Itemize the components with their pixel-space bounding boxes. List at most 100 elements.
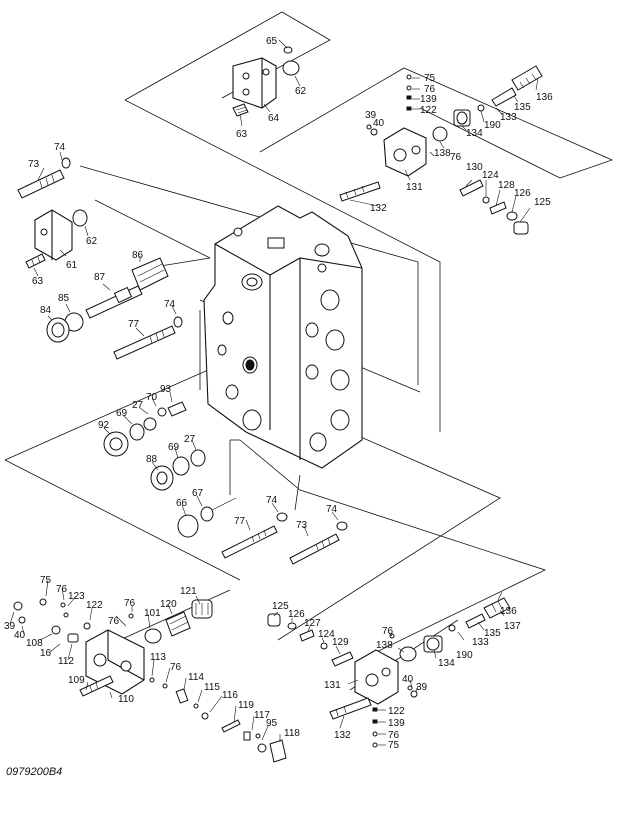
part-callout: 61 [66,260,78,271]
part-callout: 76 [124,598,136,609]
part-callout: 190 [456,650,473,661]
part-callout: 39 [416,682,428,693]
part-callout: 77 [128,319,140,330]
part-callout: 124 [318,629,335,640]
part-callout: 73 [28,159,40,170]
part-callout: 73 [296,520,308,531]
part-callout: 69 [116,408,128,419]
part-callout: 123 [68,591,85,602]
part-callout: 116 [222,690,238,701]
lower-right-valve-assembly [267,597,511,748]
spool-assembly [46,257,183,360]
part-callout: 130 [466,162,483,173]
upper-right-valve-assembly [339,65,543,235]
relief-valve-parts [103,401,214,538]
part-callout: 65 [266,36,278,47]
part-callout: 63 [32,276,44,287]
part-callout: 76 [170,662,182,673]
part-callout: 112 [58,656,74,667]
part-callout: 138 [376,640,393,651]
part-callout: 120 [160,599,177,610]
part-callout: 76 [382,626,394,637]
part-callout: 136 [536,92,553,103]
part-callout: 122 [86,600,103,611]
part-callout: 76 [388,730,400,741]
part-callout: 117 [254,710,270,721]
part-callout: 128 [498,180,515,191]
upper-left-parts [17,157,88,269]
part-callout: 113 [150,652,166,663]
part-callout: 75 [424,73,436,84]
part-callout: 122 [388,706,405,717]
part-callout: 27 [132,400,144,411]
part-callout: 126 [288,609,305,620]
part-callout: 134 [438,658,455,669]
drawing-code: 0979200B4 [6,766,63,778]
part-callout: 108 [26,638,43,649]
part-callout: 70 [146,392,158,403]
part-callout: 135 [484,628,501,639]
part-callout: 127 [304,618,321,629]
part-callout: 86 [132,250,144,261]
part-callout: 92 [98,420,110,431]
part-callout: 139 [420,94,437,105]
part-callout: 76 [108,616,120,627]
part-callout: 122 [420,105,437,116]
part-callout: 126 [514,188,531,199]
part-callout: 131 [406,182,423,193]
part-callout: 67 [192,488,204,499]
part-callout: 132 [334,730,351,741]
main-valve-body [203,205,363,469]
part-callout: 62 [86,236,98,247]
part-callout: 137 [504,621,521,632]
part-callout: 75 [388,740,400,751]
part-callout: 101 [144,608,161,619]
part-callout: 109 [68,675,85,686]
part-callout: 110 [118,694,134,705]
part-callout: 93 [160,384,172,395]
part-callout: 39 [365,110,377,121]
part-callout: 64 [268,113,280,124]
part-callout: 135 [514,102,531,113]
part-callout: 136 [500,606,517,617]
part-callout: 133 [472,637,489,648]
part-callout: 134 [466,128,483,139]
part-callout: 125 [272,601,289,612]
lower-left-valve-assembly [13,598,287,763]
part-callout: 129 [332,637,349,648]
part-callout: 125 [534,197,551,208]
part-callout: 62 [295,86,307,97]
part-callout: 40 [14,630,26,641]
part-callout: 16 [40,648,52,659]
part-callout: 77 [234,516,246,527]
part-callout: 74 [326,504,338,515]
part-callout: 66 [176,498,188,509]
part-callout: 74 [54,142,66,153]
part-callout: 39 [4,621,16,632]
assembly-guide-lines [4,11,614,691]
leader-lines [9,39,539,746]
part-callout: 85 [58,293,70,304]
part-callout: 75 [40,575,52,586]
part-callout: 84 [40,305,52,316]
part-callout: 131 [324,680,341,691]
part-callout: 88 [146,454,158,465]
part-callout: 124 [482,170,499,181]
part-callout: 190 [484,120,501,131]
part-callout: 63 [236,129,248,140]
part-callout: 118 [284,728,300,739]
part-callout: 87 [94,272,106,283]
part-callout: 76 [424,84,436,95]
lower-bolts [221,512,348,565]
part-callout: 138 [434,148,451,159]
top-plate-assembly [232,46,300,117]
part-callout: 133 [500,112,517,123]
part-callout: 119 [238,700,254,711]
part-callout: 40 [373,118,385,129]
part-callout: 74 [266,495,278,506]
part-callout: 132 [370,203,387,214]
part-callout: 114 [188,672,204,683]
part-callout: 139 [388,718,405,729]
